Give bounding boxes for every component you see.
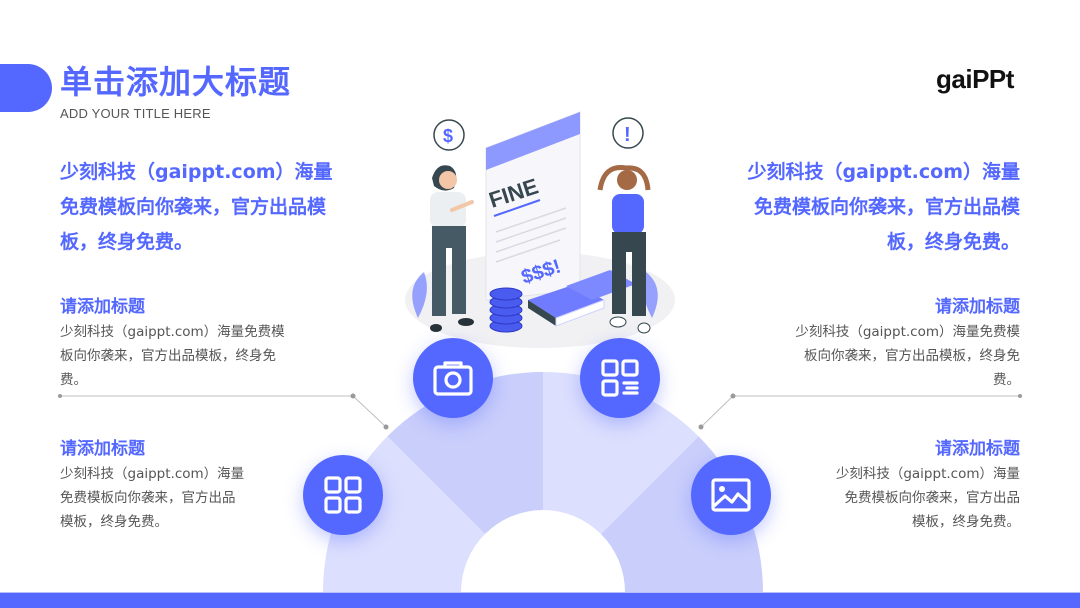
page-subtitle[interactable]: ADD YOUR TITLE HERE xyxy=(60,106,211,121)
title-accent-tab xyxy=(0,64,52,112)
dollar-bubble xyxy=(433,119,465,151)
qr-list-icon xyxy=(601,359,639,397)
block-text: 费。 xyxy=(60,372,87,388)
block-text: 免费模板向你袭来，官方出品 xyxy=(60,490,236,506)
block-text: 少刻科技（gaippt.com）海量免费模 xyxy=(795,324,1020,340)
bottom-accent-bar xyxy=(0,592,1080,608)
image-icon xyxy=(711,478,751,512)
block-text: 免费模板向你袭来，官方出品 xyxy=(844,490,1021,506)
info-block-bottom-right[interactable]: 请添加标题 少刻科技（gaippt.com）海量 免费模板向你袭来，官方出品 模… xyxy=(798,436,1020,534)
alert-bubble xyxy=(612,117,644,149)
qr-list-icon-button[interactable] xyxy=(580,338,660,418)
fan-center-cutout xyxy=(461,510,625,592)
camera-icon xyxy=(433,361,473,396)
block-heading: 请添加标题 xyxy=(935,297,1020,317)
connector-dots-left xyxy=(58,393,389,430)
info-block-top-right[interactable]: 请添加标题 少刻科技（gaippt.com）海量免费模 板向你袭来，官方出品模板… xyxy=(752,294,1020,392)
block-text: 少刻科技（gaippt.com）海量免费模 xyxy=(60,324,285,340)
connector-right xyxy=(700,395,1020,428)
lead-line: 少刻科技（gaippt.com）海量 xyxy=(747,161,1020,183)
grid-icon-button[interactable] xyxy=(303,455,383,535)
block-text: 费。 xyxy=(993,372,1020,388)
info-block-top-left[interactable]: 请添加标题 少刻科技（gaippt.com）海量免费模 板向你袭来，官方出品模板… xyxy=(60,294,328,392)
block-text: 模板，终身免费。 xyxy=(912,514,1020,530)
lead-line: 少刻科技（gaippt.com）海量 xyxy=(60,161,333,183)
dollar-bubble-text: $ xyxy=(443,126,453,146)
block-heading: 请添加标题 xyxy=(60,439,145,459)
block-text: 板向你袭来，官方出品模板，终身免 xyxy=(60,348,276,364)
block-heading: 请添加标题 xyxy=(935,439,1020,459)
lead-text-right[interactable]: 少刻科技（gaippt.com）海量 免费模板向你袭来，官方出品模 板，终身免费… xyxy=(700,155,1020,260)
grid-icon xyxy=(324,476,362,514)
lead-line: 免费模板向你袭来，官方出品模 xyxy=(60,196,327,218)
block-text: 板向你袭来，官方出品模板，终身免 xyxy=(804,348,1020,364)
lead-line: 板，终身免费。 xyxy=(60,231,194,253)
block-text: 模板，终身免费。 xyxy=(60,514,168,530)
lead-text-left[interactable]: 少刻科技（gaippt.com）海量 免费模板向你袭来，官方出品模 板，终身免费… xyxy=(60,155,390,260)
info-block-bottom-left[interactable]: 请添加标题 少刻科技（gaippt.com）海量 免费模板向你袭来，官方出品 模… xyxy=(60,436,282,534)
fine-illustration: FINE $$$! $ ! xyxy=(405,111,675,348)
block-heading: 请添加标题 xyxy=(60,297,145,317)
lead-line: 免费模板向你袭来，官方出品模 xyxy=(753,196,1020,218)
camera-icon-button[interactable] xyxy=(413,338,493,418)
block-text: 少刻科技（gaippt.com）海量 xyxy=(835,466,1020,482)
brand-logo: gaiPPt xyxy=(936,64,1014,94)
connector-left xyxy=(60,395,387,428)
alert-bubble-text: ! xyxy=(624,124,631,146)
image-icon-button[interactable] xyxy=(691,455,771,535)
lead-line: 板，终身免费。 xyxy=(886,231,1020,253)
block-text: 少刻科技（gaippt.com）海量 xyxy=(60,466,245,482)
page-title[interactable]: 单击添加大标题 xyxy=(60,63,292,101)
connector-dots-right xyxy=(698,393,1022,430)
